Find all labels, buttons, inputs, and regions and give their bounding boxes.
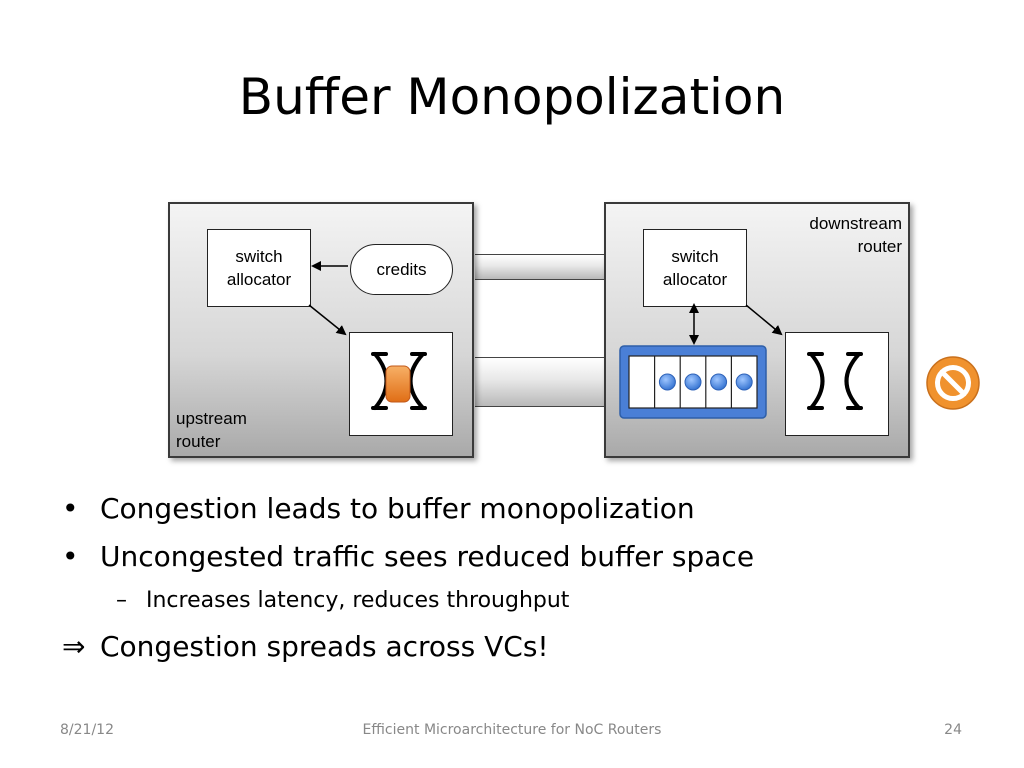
upstream-label-line1: upstream [176, 409, 247, 428]
bullet-text: Congestion spreads across VCs! [100, 630, 549, 663]
implies-marker: ⇒ [62, 630, 86, 663]
footer-date: 8/21/12 [60, 722, 114, 738]
downstream-switch-allocator: switch allocator [643, 229, 747, 307]
footer-title: Efficient Microarchitecture for NoC Rout… [362, 722, 662, 738]
bullet-text: Congestion leads to buffer monopolizatio… [100, 492, 695, 525]
flit-channel [475, 357, 605, 407]
bullet-item: • Congestion leads to buffer monopolizati… [62, 489, 695, 529]
sub-bullet-text: Increases latency, reduces throughput [146, 588, 570, 613]
upstream-router: switch allocator credits upstream router [168, 202, 474, 458]
downstream-router: downstream router switch allocator [604, 202, 910, 458]
downstream-label-line2: router [857, 237, 902, 256]
downstream-switch-allocator-line1: switch [671, 247, 719, 266]
credit-channel [475, 254, 605, 280]
bullet-marker: • [62, 492, 79, 525]
upstream-switch-allocator-line1: switch [235, 247, 283, 266]
upstream-switch-allocator-line2: allocator [226, 270, 292, 289]
no-entry-icon [926, 356, 980, 410]
upstream-crossbar [349, 332, 453, 436]
downstream-crossbar [785, 332, 889, 436]
slide-title: Buffer Monopolization [238, 68, 786, 126]
downstream-label-line1: downstream [809, 214, 902, 233]
downstream-switch-allocator-line2: allocator [662, 270, 728, 289]
sub-bullet-marker: – [116, 588, 127, 613]
bullet-item: • Uncongested traffic sees reduced buffer… [62, 537, 754, 577]
bullet-marker: • [62, 540, 79, 573]
bullet-item: ⇒ Congestion spreads across VCs! [62, 627, 549, 667]
credits-label: credits [376, 259, 427, 279]
downstream-router-label: downstream router [809, 212, 902, 258]
sub-bullet-item: –Increases latency, reduces throughput [116, 586, 569, 616]
footer-page-number: 24 [944, 722, 962, 738]
upstream-label-line2: router [176, 432, 221, 451]
upstream-router-label: upstream router [176, 407, 247, 453]
credits-counter: credits [350, 244, 453, 295]
upstream-switch-allocator: switch allocator [207, 229, 311, 307]
bullet-text: Uncongested traffic sees reduced buffer … [100, 540, 755, 573]
